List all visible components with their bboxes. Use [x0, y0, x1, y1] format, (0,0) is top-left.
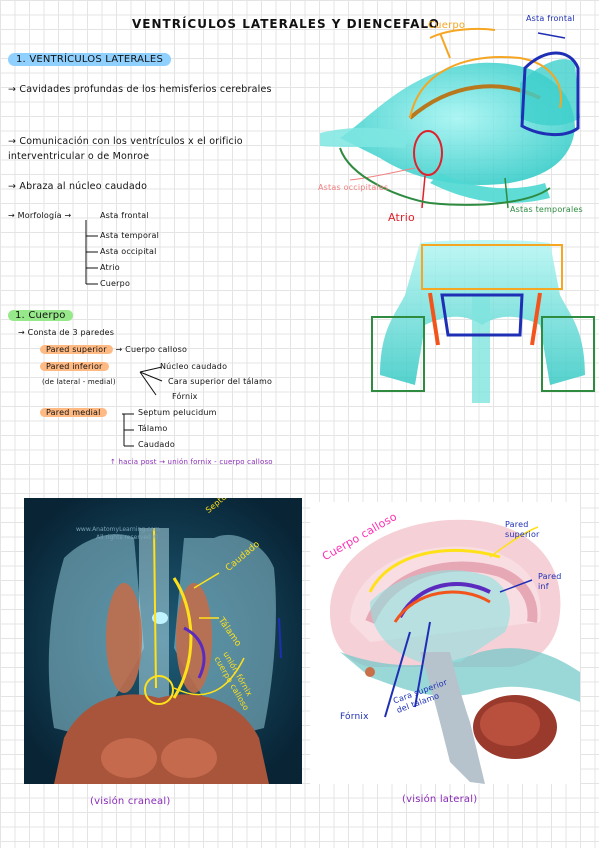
- wall-medial: Pared medial: [40, 408, 107, 417]
- watermark-site: www.AnatomyLearning.com: [76, 526, 160, 533]
- morf-item-atrio: Atrio: [100, 263, 120, 272]
- section-heading: 1. VENTRÍCULOS LATERALES: [8, 53, 171, 66]
- page-title: VENTRÍCULOS LATERALES Y DIENCEFALO: [132, 17, 440, 31]
- figure-cranial-svg: [24, 498, 302, 784]
- label-atrio: Atrio: [388, 211, 415, 224]
- morfologia-bracket: [85, 220, 98, 285]
- label-pared-inf: Pared inf: [538, 572, 562, 591]
- cuerpo-heading: 1. Cuerpo: [8, 310, 73, 321]
- bullet-2: → Comunicación con los ventrículos x el …: [8, 134, 278, 164]
- wall-inferior-label: Pared inferior: [40, 362, 109, 371]
- arrow-icon: →: [8, 84, 20, 95]
- cuerpo-footnote: ↑ hacia post → unión fornix - cuerpo cal…: [110, 458, 273, 466]
- bullet-text: Comunicación con los ventrículos x el or…: [8, 136, 243, 162]
- cuerpo-intro-text: Consta de 3 paredes: [27, 328, 115, 337]
- bullet-text: Cavidades profundas de los hemisferios c…: [19, 84, 272, 95]
- arrow-icon: →: [8, 181, 20, 192]
- wall-superior-item: Cuerpo calloso: [125, 345, 188, 354]
- wall-superior-label: Pared superior: [40, 345, 113, 354]
- figure-lateral-svg: [330, 519, 580, 784]
- wall-inferior-arrows: [139, 366, 163, 396]
- label-pared-superior: Pared superior: [505, 520, 540, 539]
- bullet-3: → Abraza al núcleo caudado: [8, 179, 278, 194]
- wall-medial-item-2: Tálamo: [138, 424, 168, 433]
- morfologia-label: → Morfología →: [8, 211, 72, 220]
- morfologia-text: Morfología: [17, 211, 62, 220]
- figure-lateral-view: Cuerpo calloso Pared superior Pared inf …: [310, 502, 580, 784]
- bullet-1: → Cavidades profundas de los hemisferios…: [8, 82, 278, 97]
- wall-medial-item-3: Caudado: [138, 440, 175, 449]
- label-cuerpo: Cuerpo: [428, 20, 466, 31]
- morf-item-frontal: Asta frontal: [100, 211, 149, 220]
- label-astas-occipitales: Astas occipitales: [318, 183, 389, 192]
- bullet-text: Abraza al núcleo caudado: [19, 181, 148, 192]
- morf-item-temporal: Asta temporal: [100, 231, 160, 240]
- figure-ventricles-frontal: [371, 240, 595, 403]
- cuerpo-intro: → Consta de 3 paredes: [18, 328, 115, 337]
- caption-lateral: (visión lateral): [402, 794, 478, 805]
- watermark-rights: All rights reserved ©: [96, 534, 159, 541]
- figure-ventricles-lateral: [320, 27, 580, 209]
- section-heading-label: 1. VENTRÍCULOS LATERALES: [8, 53, 171, 66]
- wall-inferior: Pared inferior: [40, 362, 109, 371]
- label-astas-temporales: Astas temporales: [510, 205, 583, 214]
- wall-inferior-sub: (de lateral - medial): [42, 378, 116, 386]
- wall-superior: Pared superior → Cuerpo calloso: [40, 345, 187, 354]
- morf-item-occipital: Asta occipital: [100, 247, 157, 256]
- figure-cranial-view: www.AnatomyLearning.com All rights reser…: [24, 498, 302, 784]
- wall-medial-label: Pared medial: [40, 408, 107, 417]
- cuerpo-heading-label: 1. Cuerpo: [8, 310, 73, 321]
- wall-medial-bracket: [122, 413, 134, 447]
- wall-inferior-item-2: Cara superior del tálamo: [168, 377, 273, 386]
- wall-medial-item-1: Septum pelucidum: [138, 408, 217, 417]
- wall-inferior-item-1: Núcleo caudado: [160, 362, 228, 371]
- caption-cranial: (visión craneal): [90, 796, 171, 807]
- morf-item-cuerpo: Cuerpo: [100, 279, 131, 288]
- arrow-icon: →: [8, 136, 20, 147]
- label-asta-frontal: Asta frontal: [526, 14, 575, 23]
- arrow-icon: →: [8, 211, 18, 220]
- label-fornix: Fórnix: [340, 712, 369, 722]
- wall-inferior-item-3: Fórnix: [172, 392, 198, 401]
